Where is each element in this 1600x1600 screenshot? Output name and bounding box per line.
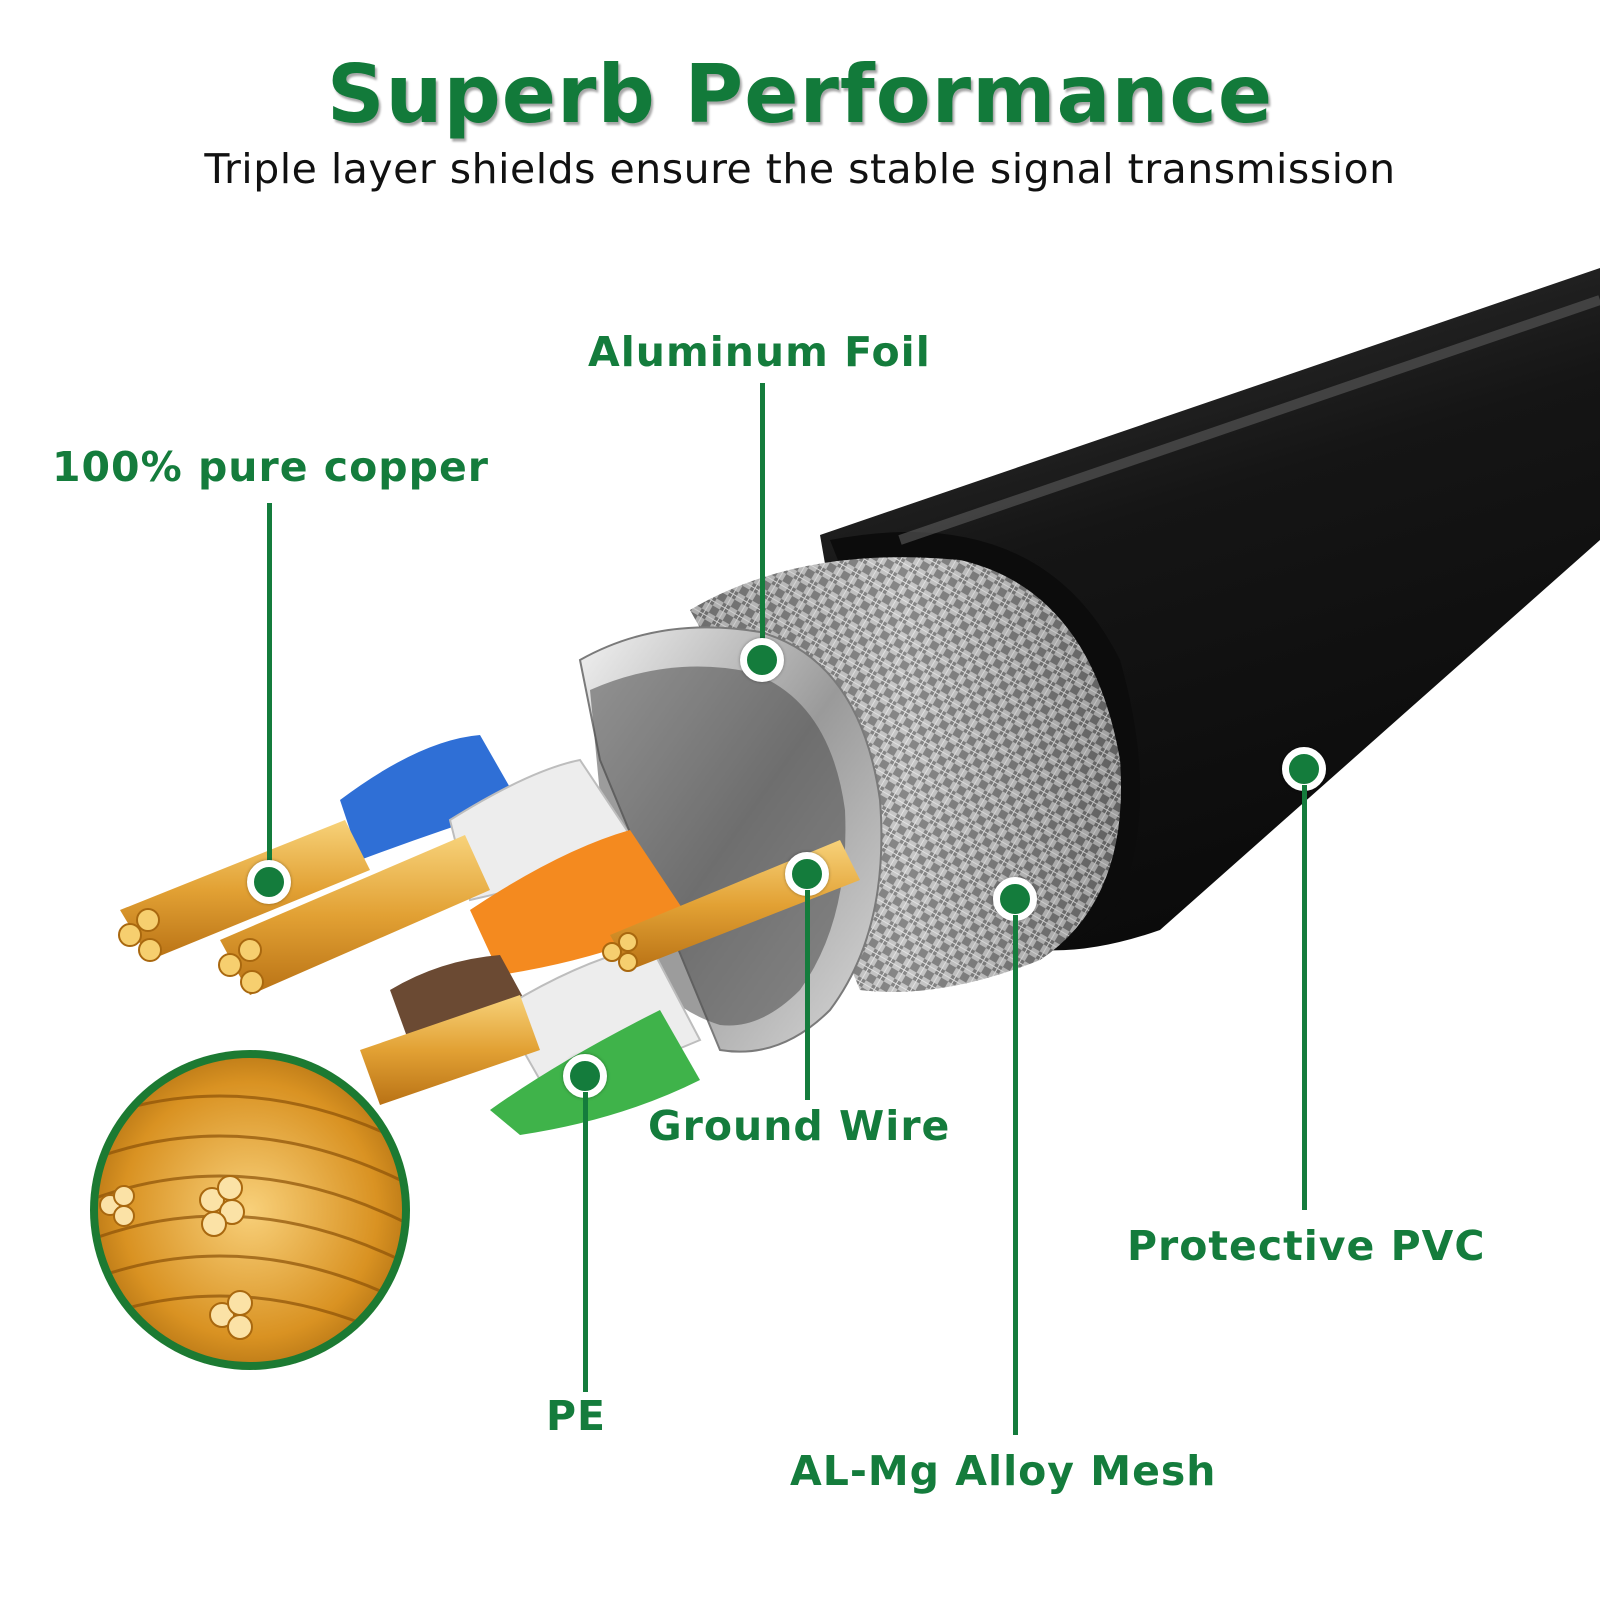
label-pure-copper: 100% pure copper xyxy=(52,443,489,491)
leader-ground-wire xyxy=(805,890,810,1100)
label-alloy-mesh: AL-Mg Alloy Mesh xyxy=(790,1447,1217,1495)
leader-aluminum-foil xyxy=(760,383,765,653)
label-protective-pvc: Protective PVC xyxy=(1127,1222,1486,1270)
page-subtitle: Triple layer shields ensure the stable s… xyxy=(204,145,1396,193)
label-pe: PE xyxy=(546,1392,607,1440)
marker-pure-copper xyxy=(247,860,291,904)
label-ground-wire: Ground Wire xyxy=(648,1102,951,1150)
leader-protective-pvc xyxy=(1302,785,1307,1210)
page-title: Superb Performance xyxy=(326,48,1274,141)
marker-pe xyxy=(563,1054,607,1098)
leader-pe xyxy=(583,1092,588,1392)
marker-ground-wire xyxy=(785,852,829,896)
leader-alloy-mesh xyxy=(1013,915,1018,1435)
marker-aluminum-foil xyxy=(740,638,784,682)
label-aluminum-foil: Aluminum Foil xyxy=(588,328,931,376)
leader-pure-copper xyxy=(267,503,272,883)
